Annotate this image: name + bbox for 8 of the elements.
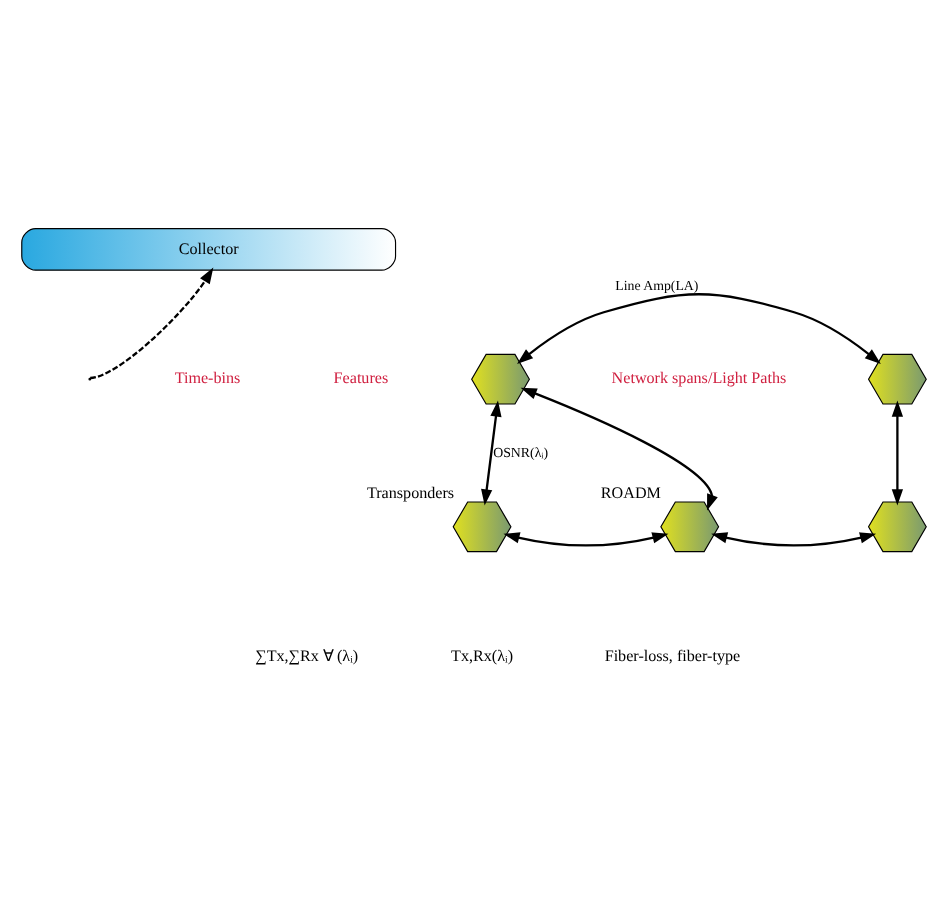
label: Tx,Rx(λᵢ) [451, 646, 514, 665]
label: ∑Tx,∑Rx ∀ (λᵢ) [255, 646, 359, 665]
label: Network spans/Light Paths [611, 369, 787, 388]
label: Time-bins [174, 369, 241, 388]
node-label: Transponders [366, 483, 455, 502]
node-label: ROADM [600, 483, 661, 502]
label: Fiber-loss, fiber-type [604, 646, 741, 665]
label: Features [333, 369, 389, 388]
